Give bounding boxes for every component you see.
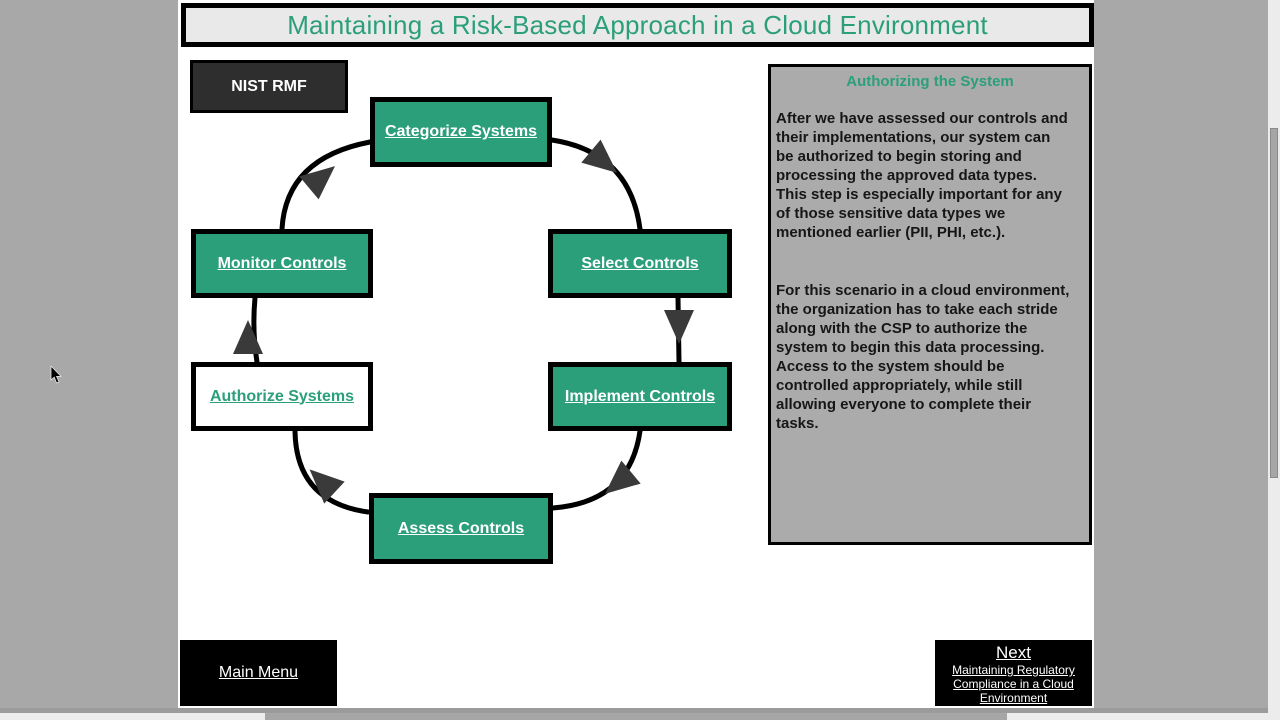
next-button[interactable]: Next Maintaining Regulatory Compliance i… [935,640,1092,706]
step-assess-controls[interactable]: Assess Controls [369,493,553,564]
next-button-label: Next [996,643,1031,662]
arc-monitor-to-categorize [279,139,373,232]
slide-canvas: Maintaining a Risk-Based Approach in a C… [178,0,1094,708]
mouse-cursor-icon [50,366,62,384]
info-panel-paragraph: For this scenario in a cloud environment… [776,282,1070,432]
arc-assess-to-authorize [292,428,371,515]
arrowhead-icon [309,469,345,504]
step-select-controls[interactable]: Select Controls [548,229,732,298]
step-authorize-systems[interactable]: Authorize Systems [191,362,373,431]
page-title: Maintaining a Risk-Based Approach in a C… [287,9,988,40]
viewport-bottom-edge [0,708,1280,713]
cycle-arrows-diagram [233,137,694,515]
vertical-scrollbar[interactable] [1268,0,1280,713]
horizontal-scrollbar[interactable] [0,713,1280,720]
arrowhead-icon [299,166,336,200]
step-implement-controls[interactable]: Implement Controls [548,362,732,431]
info-panel-heading: Authorizing the System [846,73,1014,90]
arc-authorize-to-monitor [251,295,260,365]
arrowhead-icon [581,139,618,173]
arrowhead-icon [604,460,641,494]
vertical-scrollbar-thumb[interactable] [1270,128,1278,478]
info-panel-paragraph: After we have assessed our controls and … [776,110,1068,241]
arrowhead-icon [664,310,694,344]
slide-title-bar: Maintaining a Risk-Based Approach in a C… [181,3,1094,47]
info-panel: Authorizing the System After we have ass… [768,64,1092,545]
next-button-sublabel: Maintaining Regulatory Compliance in a C… [952,663,1075,705]
horizontal-scrollbar-thumb[interactable] [265,713,1007,720]
main-menu-button[interactable]: Main Menu [180,640,337,706]
arrowhead-icon [233,320,263,354]
step-categorize-systems[interactable]: Categorize Systems [370,97,552,167]
step-monitor-controls[interactable]: Monitor Controls [191,229,373,298]
nist-rmf-label: NIST RMF [190,60,348,113]
